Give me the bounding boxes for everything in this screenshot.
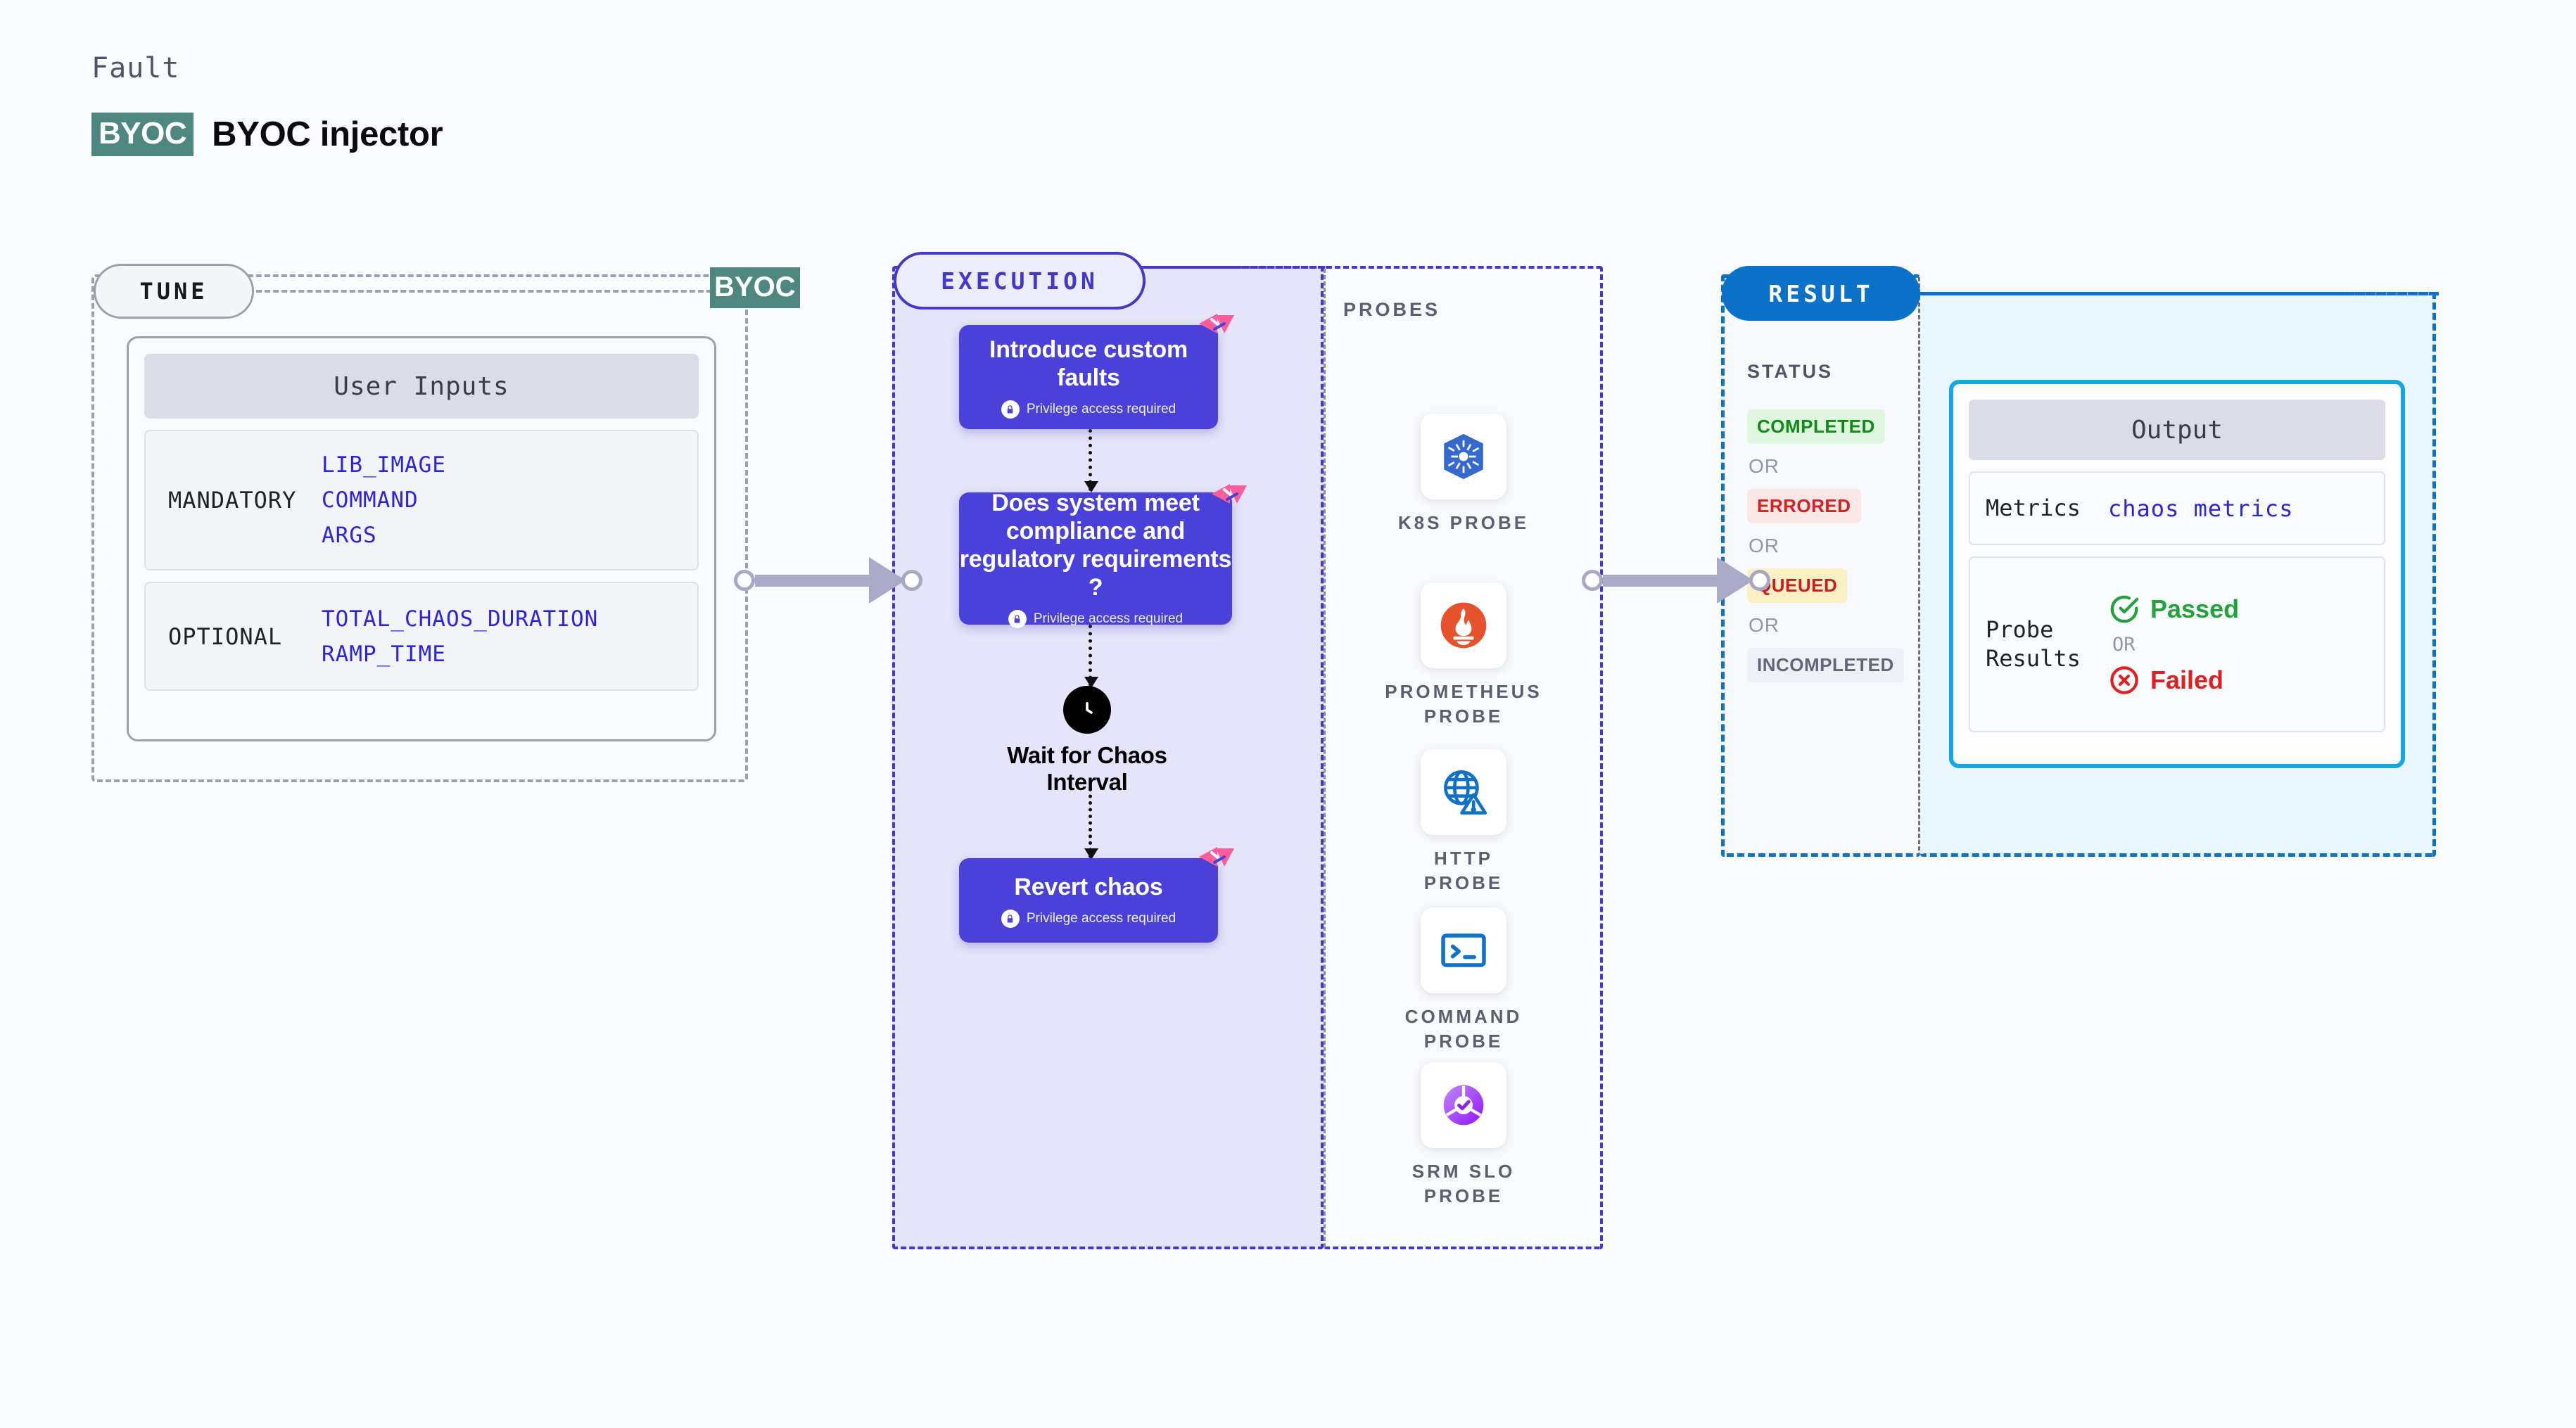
flow-arrow-3 [1084, 788, 1098, 860]
privilege-note: Privilege access required [1001, 400, 1176, 419]
node-introduce-custom-faults[interactable]: Introduce custom faults Privilege access… [959, 325, 1218, 429]
lock-icon [1001, 910, 1020, 929]
status-badge-completed: COMPLETED [1747, 409, 1885, 444]
tune-pill-label: TUNE [94, 264, 254, 319]
status-badge-errored: ERRORED [1747, 489, 1861, 523]
http-globe-icon [1421, 749, 1506, 835]
status-title: STATUS [1747, 361, 1833, 382]
probe-k8s[interactable]: K8S PROBE [1393, 414, 1534, 535]
connector-start-dot [1582, 570, 1603, 591]
optional-group: OPTIONAL TOTAL_CHAOS_DURATION RAMP_TIME [144, 582, 699, 691]
x-circle-icon [2110, 665, 2138, 694]
connector-tune-to-execution [734, 557, 922, 604]
probe-result-failed: Failed [2108, 664, 2239, 696]
param-args[interactable]: ARGS [322, 523, 377, 548]
tune-byoc-boundary-badge: BYOC [710, 267, 800, 308]
check-circle-icon [2110, 595, 2139, 623]
prometheus-icon [1421, 582, 1506, 668]
execution-top-dashed-line [1143, 266, 1325, 269]
user-inputs-card: User Inputs MANDATORY LIB_IMAGE COMMAND … [127, 336, 716, 741]
node-title: Revert chaos [1014, 873, 1163, 900]
status-or-2: OR [1749, 535, 1779, 556]
connector-arrowhead-icon [869, 557, 906, 604]
privilege-note: Privilege access required [1001, 910, 1176, 929]
connector-arrowhead-icon [1717, 557, 1753, 604]
chaos-corner-badge-icon [1199, 847, 1234, 867]
node-wait-for-chaos-interval[interactable]: Wait for Chaos Interval [1006, 686, 1168, 796]
clock-icon [1063, 686, 1111, 734]
mandatory-values: LIB_IMAGE COMMAND ARGS [322, 452, 446, 548]
param-ramp-time[interactable]: RAMP_TIME [322, 641, 446, 667]
param-command[interactable]: COMMAND [322, 487, 419, 513]
kubernetes-icon [1421, 414, 1506, 499]
connector-start-dot [734, 570, 755, 591]
privilege-note-text: Privilege access required [1026, 911, 1176, 926]
probe-command[interactable]: COMMAND PROBE [1393, 907, 1534, 1054]
user-inputs-title: User Inputs [144, 354, 699, 419]
execution-pill-label: EXECUTION [894, 252, 1146, 310]
probe-result-passed: Passed [2108, 593, 2239, 625]
page-title-row: BYOC BYOC injector [91, 113, 443, 156]
result-top-dashed-line [1918, 292, 2439, 295]
probe-label: PROMETHEUS PROBE [1385, 681, 1542, 727]
passed-label: Passed [2150, 594, 2240, 623]
byoc-badge: BYOC [91, 113, 194, 156]
privilege-note-text: Privilege access required [1026, 402, 1176, 417]
mandatory-label: MANDATORY [168, 487, 297, 514]
metrics-label: Metrics [1986, 495, 2081, 522]
probe-label: SRM SLO PROBE [1411, 1161, 1516, 1207]
metrics-value[interactable]: chaos metrics [2108, 495, 2294, 522]
probe-label: K8S PROBE [1397, 512, 1530, 533]
result-pill-label: RESULT [1722, 266, 1920, 321]
connector-end-dot [1749, 570, 1770, 591]
lock-icon [1001, 400, 1020, 419]
chaos-corner-badge-icon [1212, 484, 1247, 504]
tune-top-dashed-line [256, 290, 712, 293]
param-total-chaos-duration[interactable]: TOTAL_CHAOS_DURATION [322, 606, 599, 632]
page-title: BYOC injector [212, 115, 443, 153]
status-list: COMPLETED OR ERRORED OR QUEUED OR INCOMP… [1747, 409, 1909, 682]
connector-bar [1603, 574, 1717, 587]
terminal-icon [1421, 907, 1506, 993]
probe-prometheus[interactable]: PROMETHEUS PROBE [1385, 582, 1540, 729]
mandatory-group: MANDATORY LIB_IMAGE COMMAND ARGS [144, 430, 699, 570]
node-revert-chaos[interactable]: Revert chaos Privilege access required [959, 858, 1218, 943]
probe-label: HTTP PROBE [1423, 848, 1504, 894]
privilege-note-text: Privilege access required [1033, 611, 1184, 627]
connector-bar [755, 574, 869, 587]
flow-arrow-2 [1084, 625, 1098, 688]
status-or-1: OR [1749, 455, 1779, 477]
lock-icon [1008, 610, 1027, 629]
connector-end-dot [901, 570, 922, 591]
probe-http[interactable]: HTTP PROBE [1393, 749, 1534, 895]
output-title: Output [1969, 400, 2385, 460]
probe-srm-slo[interactable]: SRM SLO PROBE [1393, 1062, 1534, 1209]
optional-values: TOTAL_CHAOS_DURATION RAMP_TIME [322, 606, 598, 667]
probe-label: COMMAND PROBE [1404, 1006, 1523, 1052]
srm-slo-icon [1421, 1062, 1506, 1148]
optional-label: OPTIONAL [168, 623, 283, 650]
probe-result-or: OR [2112, 633, 2136, 656]
privilege-note: Privilege access required [1008, 610, 1184, 629]
execution-section [892, 266, 1324, 1249]
probes-title: PROBES [1343, 299, 1441, 320]
page-kicker: Fault [91, 52, 180, 84]
failed-label: Failed [2150, 665, 2224, 694]
node-title: Does system meet compliance and regulato… [959, 489, 1232, 601]
status-or-3: OR [1749, 614, 1779, 636]
flow-arrow-1 [1084, 429, 1098, 492]
output-metrics-row: Metrics chaos metrics [1969, 471, 2385, 545]
chaos-corner-badge-icon [1199, 314, 1234, 333]
probe-results-values: Passed OR Failed [2108, 593, 2239, 696]
connector-execution-to-result [1582, 557, 1770, 604]
param-lib-image[interactable]: LIB_IMAGE [322, 452, 446, 478]
status-badge-incompleted: INCOMPLETED [1747, 648, 1904, 682]
wait-label: Wait for Chaos Interval [1007, 742, 1167, 795]
node-compliance-check[interactable]: Does system meet compliance and regulato… [959, 489, 1232, 629]
node-title: Introduce custom faults [989, 336, 1188, 391]
